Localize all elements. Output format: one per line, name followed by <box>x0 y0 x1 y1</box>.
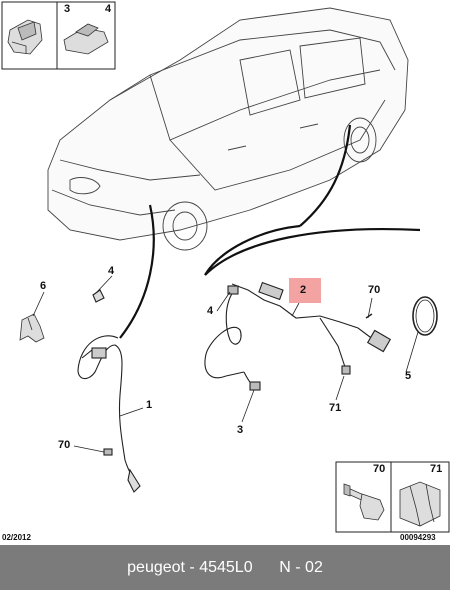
holder-part-4-image <box>63 23 109 55</box>
footer-brand: peugeot <box>127 558 185 576</box>
footer-separator: - <box>184 558 200 576</box>
callout-3-mid: 3 <box>237 424 244 436</box>
callout-4-top: 4 <box>105 3 112 15</box>
bolt-part-70-image <box>343 483 385 521</box>
front-harness-part-1 <box>77 289 141 493</box>
clip-part-71-image <box>399 481 441 527</box>
date-code: 02/2012 <box>2 533 31 542</box>
callout-70-left: 70 <box>58 439 71 451</box>
callout-5: 5 <box>405 370 412 382</box>
rear-harness-part-2 <box>204 281 392 391</box>
callout-71-box: 71 <box>430 463 443 475</box>
callout-4-left: 4 <box>108 265 115 277</box>
footer-gap <box>253 559 280 577</box>
footer-page: N - 02 <box>279 558 323 576</box>
callout-70-right: 70 <box>368 284 381 296</box>
detail-box-70-71 <box>335 461 450 533</box>
callout-3-top: 3 <box>64 3 71 15</box>
car-outline <box>47 7 409 251</box>
wiring-curves <box>119 124 421 339</box>
callout-70-box: 70 <box>373 463 386 475</box>
clip-part-3-image <box>7 19 43 55</box>
document-code: 00094293 <box>400 533 436 542</box>
footer-bar: peugeot - 4545L0 N - 02 <box>0 545 450 590</box>
leader-lines <box>32 275 419 453</box>
tone-ring-part-5-image <box>412 296 438 336</box>
footer-part-number: 4545L0 <box>199 558 253 576</box>
parts-diagram <box>1 1 450 533</box>
callout-1: 1 <box>146 399 153 411</box>
part-2-highlight <box>289 278 321 303</box>
callout-71: 71 <box>329 402 342 414</box>
callout-4-mid: 4 <box>207 305 214 317</box>
detail-box-3-4 <box>1 1 116 70</box>
callout-2: 2 <box>300 284 307 296</box>
callout-6: 6 <box>40 280 47 292</box>
bracket-part-6-image <box>19 313 45 343</box>
